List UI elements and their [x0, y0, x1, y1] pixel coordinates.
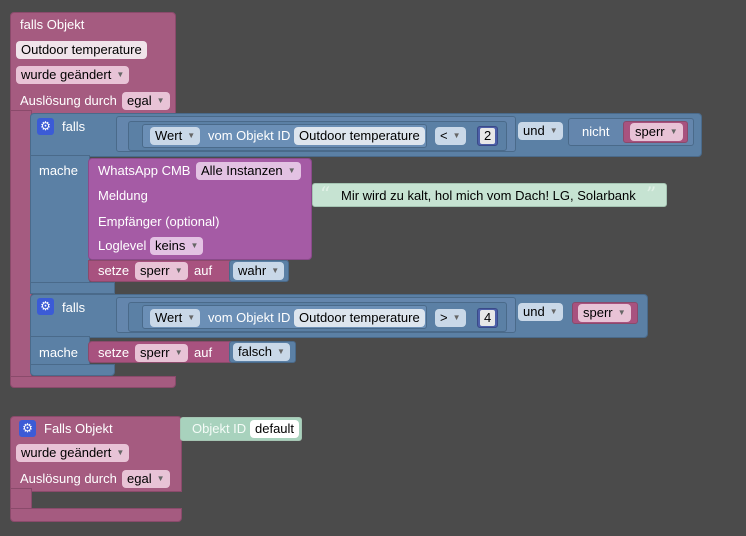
if-mache-label: mache	[39, 163, 79, 178]
logic-operator-dropdown[interactable]: und ▼	[518, 303, 563, 321]
if-block-1-else-bar	[30, 282, 115, 294]
chevron-down-icon: ▼	[452, 313, 461, 322]
object-id-field[interactable]: Outdoor temperature	[294, 127, 425, 145]
whatsapp-title: WhatsApp CMB	[98, 163, 191, 178]
if-falls-label: falls	[62, 119, 86, 134]
chevron-down-icon: ▼	[549, 307, 558, 316]
chevron-down-icon: ▼	[549, 126, 558, 135]
boolean-dropdown[interactable]: falsch ▼	[233, 343, 290, 361]
variable-dropdown[interactable]: sperr ▼	[630, 123, 683, 141]
trigger-type-dropdown[interactable]: wurde geändert ▼	[16, 66, 130, 84]
operator-dropdown[interactable]: > ▼	[435, 309, 466, 327]
gear-icon[interactable]: ⚙	[37, 118, 54, 135]
chevron-down-icon: ▼	[617, 308, 626, 317]
chevron-down-icon: ▼	[187, 131, 196, 140]
chevron-down-icon: ▼	[156, 96, 165, 105]
trigger-type-dropdown[interactable]: wurde geändert ▼	[16, 444, 130, 462]
trigger-type-value: wurde geändert	[21, 445, 112, 460]
object-id-field[interactable]: Outdoor temperature	[294, 309, 425, 327]
from-object-label: vom Objekt ID	[208, 128, 291, 143]
not-label: nicht	[582, 124, 610, 139]
from-object-label: vom Objekt ID	[208, 310, 291, 325]
loglevel-value: keins	[155, 238, 186, 253]
boolean-dropdown[interactable]: wahr ▼	[233, 262, 285, 280]
set-label: setze	[98, 263, 130, 278]
if-mache-label: mache	[39, 345, 79, 360]
instance-value: Alle Instanzen	[201, 163, 283, 178]
operator-value: <	[440, 128, 448, 143]
object-id-value: Outdoor temperature	[299, 310, 420, 325]
trigger-type-value: wurde geändert	[21, 67, 112, 82]
logic-operator-dropdown[interactable]: und ▼	[518, 122, 563, 140]
value-type-dropdown[interactable]: Wert ▼	[150, 309, 201, 327]
chevron-down-icon: ▼	[277, 347, 285, 356]
set-label: setze	[98, 345, 130, 360]
object-id-field[interactable]: default	[250, 420, 300, 438]
variable-value: sperr	[635, 124, 665, 139]
chevron-down-icon: ▼	[190, 241, 199, 250]
logic-operator-value: und	[523, 123, 545, 138]
variable-value: sperr	[583, 305, 613, 320]
set-variable-dropdown[interactable]: sperr ▼	[135, 344, 188, 362]
to-label: auf	[194, 263, 213, 278]
set-variable-value: sperr	[140, 345, 170, 360]
chevron-down-icon: ▼	[271, 266, 280, 275]
chevron-down-icon: ▼	[287, 166, 296, 175]
message-text[interactable]: Mir wird zu kalt, hol mich vom Dach! LG,…	[341, 188, 636, 203]
loglevel-dropdown[interactable]: keins ▼	[150, 237, 204, 255]
value-type-value: Wert	[155, 310, 183, 325]
event-block-2-bottom	[10, 508, 182, 522]
gear-icon[interactable]: ⚙	[19, 420, 36, 437]
trigger-label: Auslösung durch	[20, 471, 117, 486]
object-id-value: default	[255, 421, 295, 436]
chevron-down-icon: ▼	[174, 348, 183, 357]
event-block-body-left	[10, 110, 32, 380]
message-label: Meldung	[98, 188, 148, 203]
quote-close-icon: ”	[646, 182, 657, 206]
event-block-2-title: Falls Objekt	[44, 421, 113, 436]
number-value[interactable]: 4	[480, 310, 496, 326]
to-label: auf	[194, 345, 213, 360]
recipient-label: Empfänger (optional)	[98, 214, 220, 229]
chevron-down-icon: ▼	[187, 313, 196, 322]
loglevel-label: Loglevel	[98, 238, 147, 253]
trigger-select-dropdown[interactable]: egal ▼	[122, 92, 170, 110]
trigger-select-dropdown[interactable]: egal ▼	[122, 470, 170, 488]
event-block-title: falls Objekt	[20, 17, 85, 32]
set-variable-dropdown[interactable]: sperr ▼	[135, 262, 188, 280]
text-block[interactable]	[312, 183, 667, 207]
number-value[interactable]: 2	[480, 128, 496, 144]
operator-dropdown[interactable]: < ▼	[435, 127, 466, 145]
chevron-down-icon: ▼	[174, 266, 183, 275]
chevron-down-icon: ▼	[669, 127, 678, 136]
object-name-field[interactable]: Outdoor temperature	[16, 41, 147, 59]
object-id-value: Outdoor temperature	[299, 128, 420, 143]
chevron-down-icon: ▼	[452, 131, 461, 140]
boolean-value: wahr	[238, 263, 267, 278]
set-variable-value: sperr	[140, 263, 170, 278]
number-block[interactable]: 4	[477, 308, 499, 328]
quote-open-icon: “	[320, 182, 331, 206]
object-id-label: Objekt ID	[192, 421, 247, 436]
if-falls-label: falls	[62, 300, 86, 315]
trigger-select-value: egal	[127, 471, 152, 486]
number-block[interactable]: 2	[477, 126, 499, 146]
chevron-down-icon: ▼	[116, 70, 125, 79]
trigger-label: Auslösung durch	[20, 93, 117, 108]
operator-value: >	[440, 310, 448, 325]
event-block-bottom	[10, 376, 176, 388]
chevron-down-icon: ▼	[116, 448, 125, 457]
chevron-down-icon: ▼	[156, 474, 165, 483]
value-type-value: Wert	[155, 128, 183, 143]
object-name-value: Outdoor temperature	[21, 42, 142, 57]
boolean-value: falsch	[238, 344, 272, 359]
logic-operator-value: und	[523, 304, 545, 319]
value-type-dropdown[interactable]: Wert ▼	[150, 127, 201, 145]
variable-dropdown[interactable]: sperr ▼	[578, 304, 631, 322]
trigger-select-value: egal	[127, 93, 152, 108]
instance-dropdown[interactable]: Alle Instanzen ▼	[196, 162, 301, 180]
if-block-2-bottom	[30, 364, 115, 376]
gear-icon[interactable]: ⚙	[37, 298, 54, 315]
